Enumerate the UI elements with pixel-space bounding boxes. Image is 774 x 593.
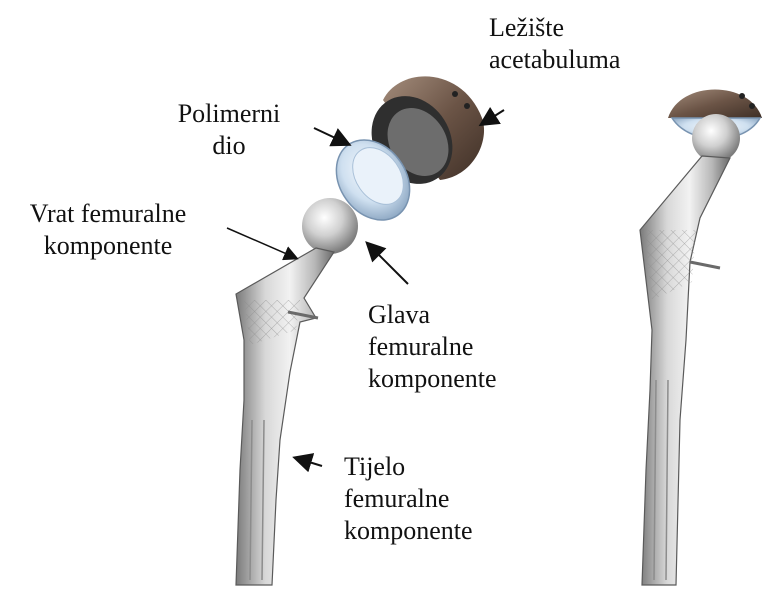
- label-line: Ležište: [489, 12, 620, 44]
- label-line: Glava: [368, 299, 497, 331]
- arrow-femoral-head: [368, 244, 408, 284]
- arrow-acetabular-cup: [482, 110, 504, 124]
- label-line: komponente: [8, 230, 208, 262]
- label-polymer-liner: Polimerni dio: [164, 98, 294, 162]
- label-line: dio: [164, 130, 294, 162]
- label-femoral-neck: Vrat femuralne komponente: [8, 198, 208, 262]
- arrow-polymer-liner: [314, 128, 348, 144]
- label-line: femuralne: [344, 483, 473, 515]
- femoral-stem: [236, 248, 334, 585]
- assembled-prosthesis: [640, 90, 762, 586]
- label-line: komponente: [344, 515, 473, 547]
- label-line: komponente: [368, 363, 497, 395]
- arrow-femoral-stem: [296, 458, 322, 466]
- label-line: Polimerni: [164, 98, 294, 130]
- label-femoral-head: Glava femuralne komponente: [368, 299, 497, 395]
- label-line: acetabuluma: [489, 44, 620, 76]
- label-acetabular-cup: Ležište acetabuluma: [489, 12, 620, 76]
- label-line: Tijelo: [344, 451, 473, 483]
- femoral-head: [302, 198, 358, 254]
- arrow-femoral-neck: [227, 228, 296, 258]
- label-femoral-stem: Tijelo femuralne komponente: [344, 451, 473, 547]
- label-line: Vrat femuralne: [8, 198, 208, 230]
- label-line: femuralne: [368, 331, 497, 363]
